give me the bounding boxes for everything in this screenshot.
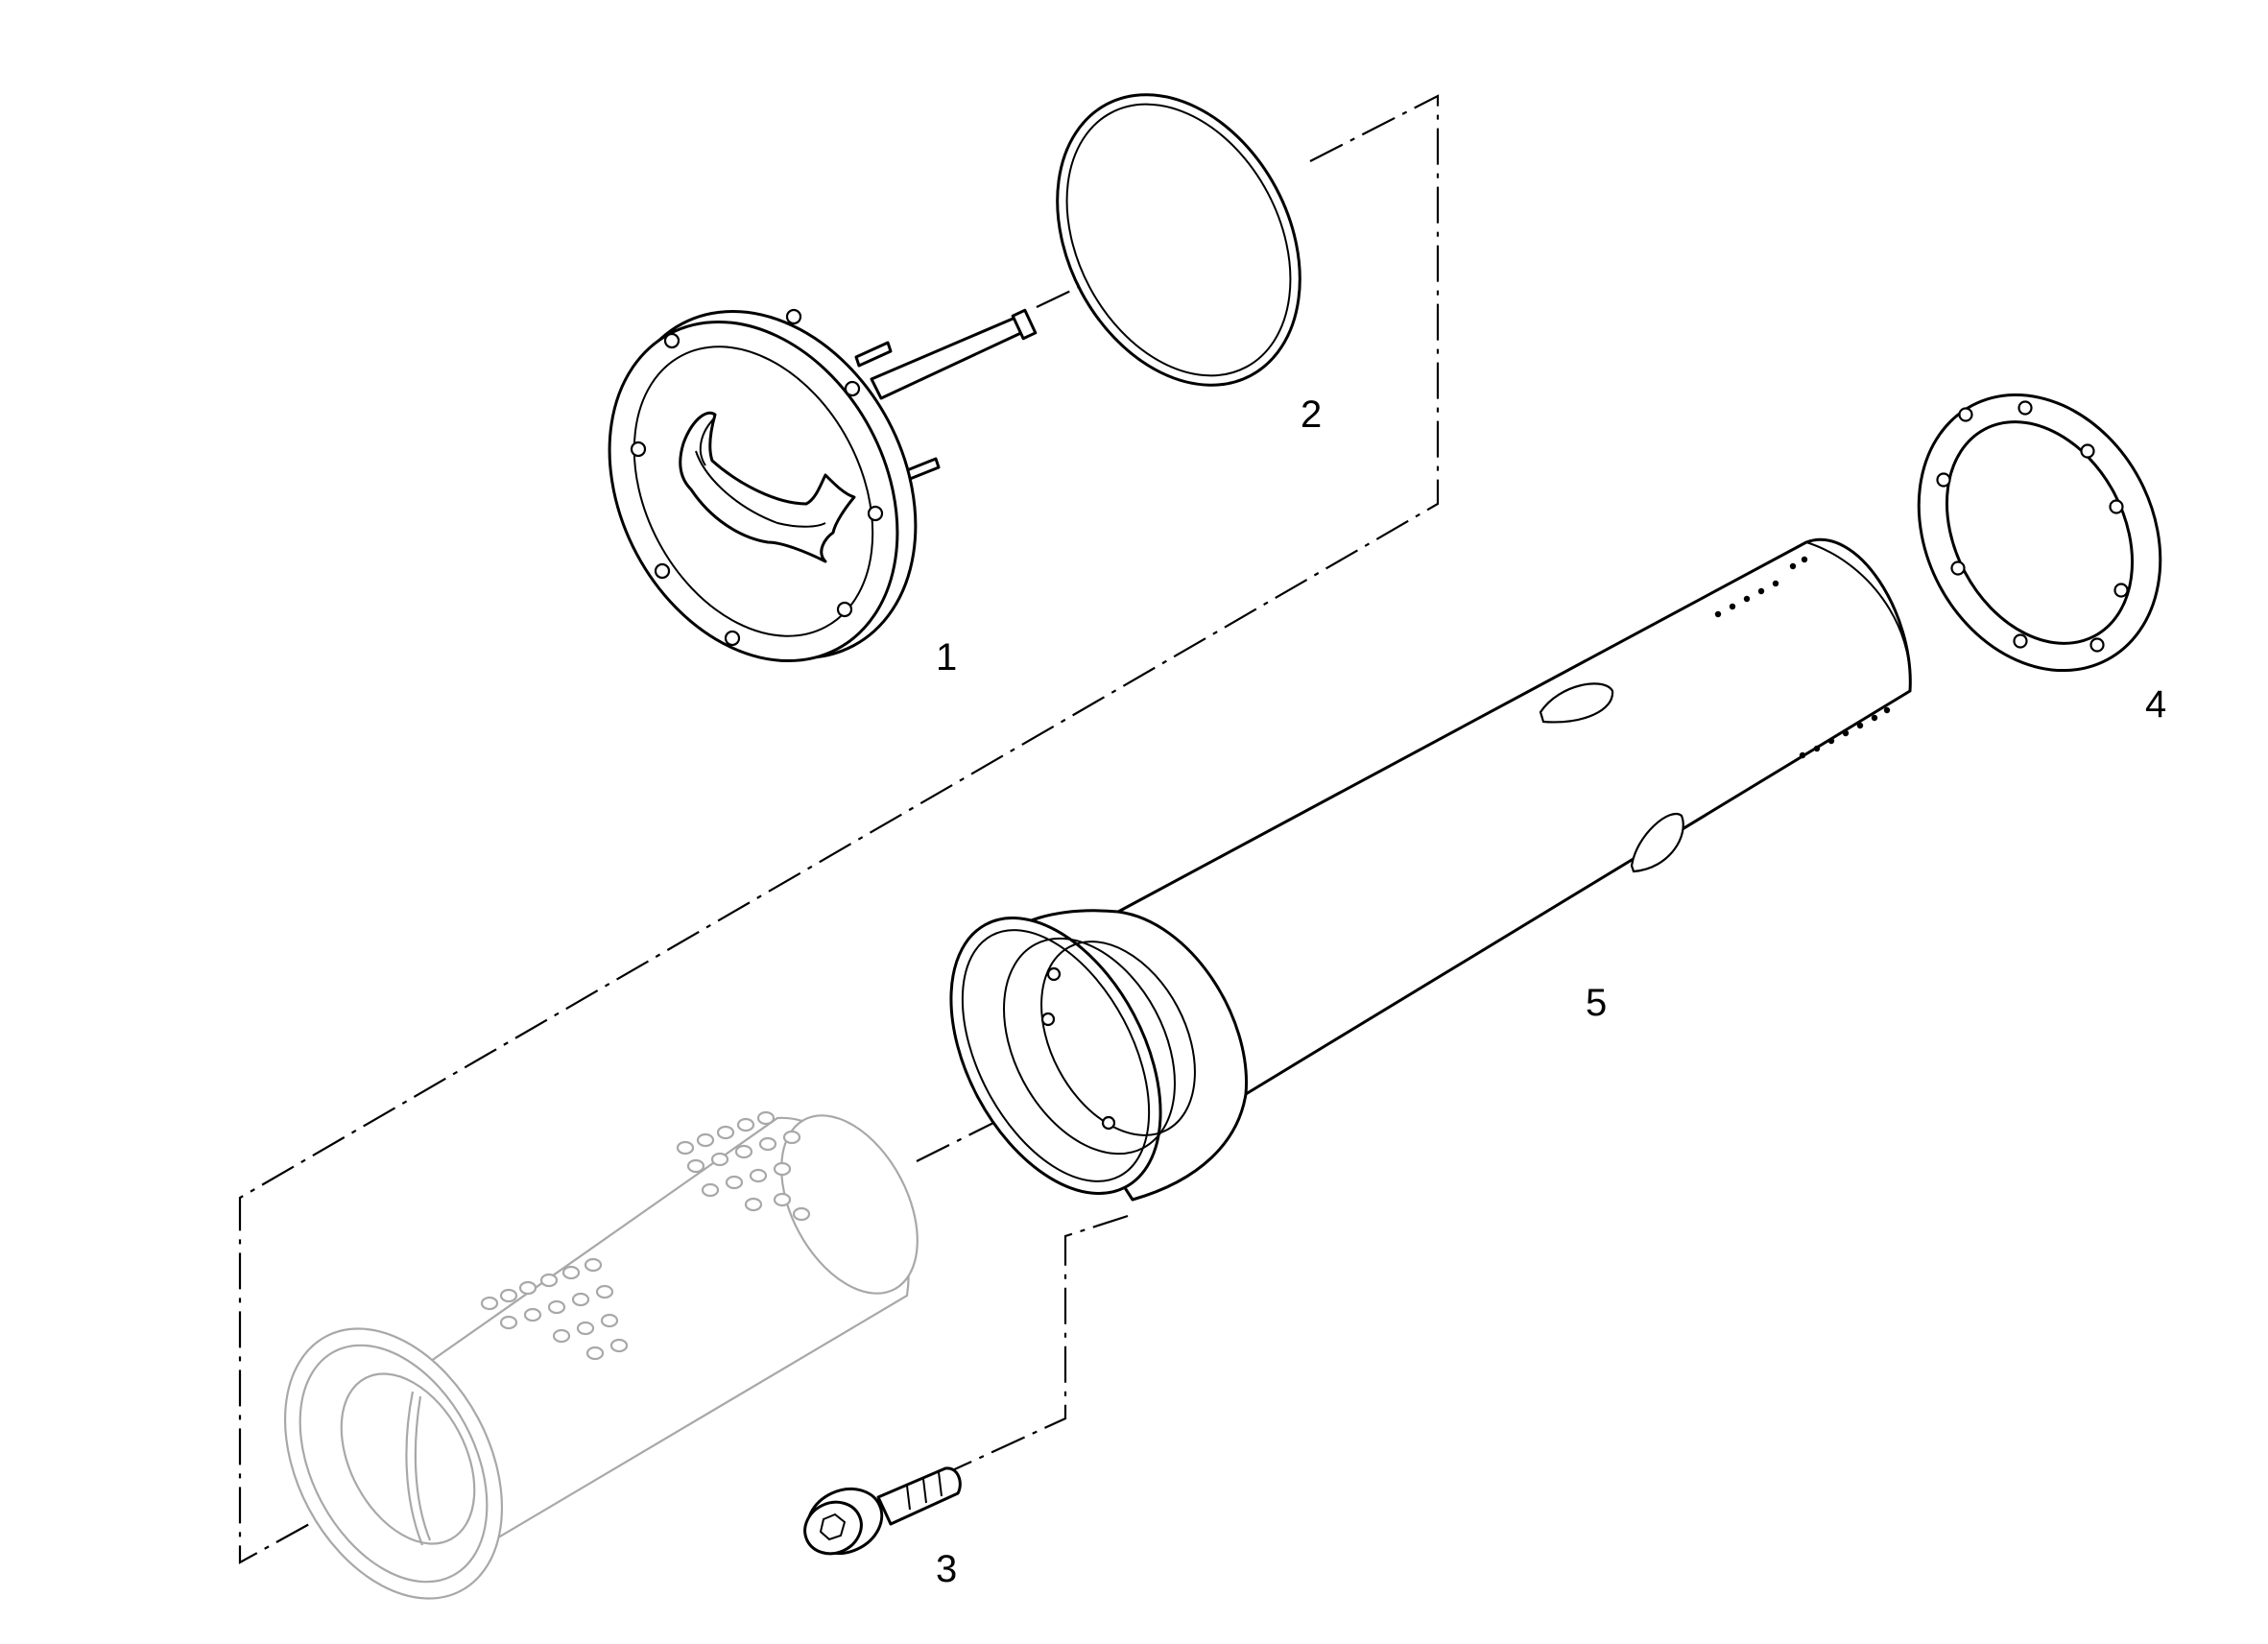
- cover-with-handle: [608, 308, 1038, 663]
- callout-1: 1: [936, 636, 957, 679]
- screw: [803, 1466, 962, 1556]
- housing-side-hole-lower: [1630, 813, 1684, 873]
- callout-5: 5: [1586, 982, 1607, 1024]
- callout-2: 2: [1301, 393, 1322, 436]
- o-ring: [1056, 93, 1301, 387]
- callout-labels: 1 2 3 4 5: [936, 393, 2166, 1590]
- housing-perforation-row-top: [1714, 556, 1808, 618]
- callout-3: 3: [936, 1548, 957, 1590]
- filter-perforations: [480, 1110, 811, 1361]
- housing-tube: [949, 538, 1912, 1202]
- housing-side-hole-upper: [1539, 682, 1614, 724]
- housing-perforation-row-bottom: [1799, 706, 1891, 759]
- filter-element-ghosted: [283, 1110, 919, 1600]
- callout-4: 4: [2145, 683, 2166, 726]
- flange-gasket: [1917, 393, 2162, 673]
